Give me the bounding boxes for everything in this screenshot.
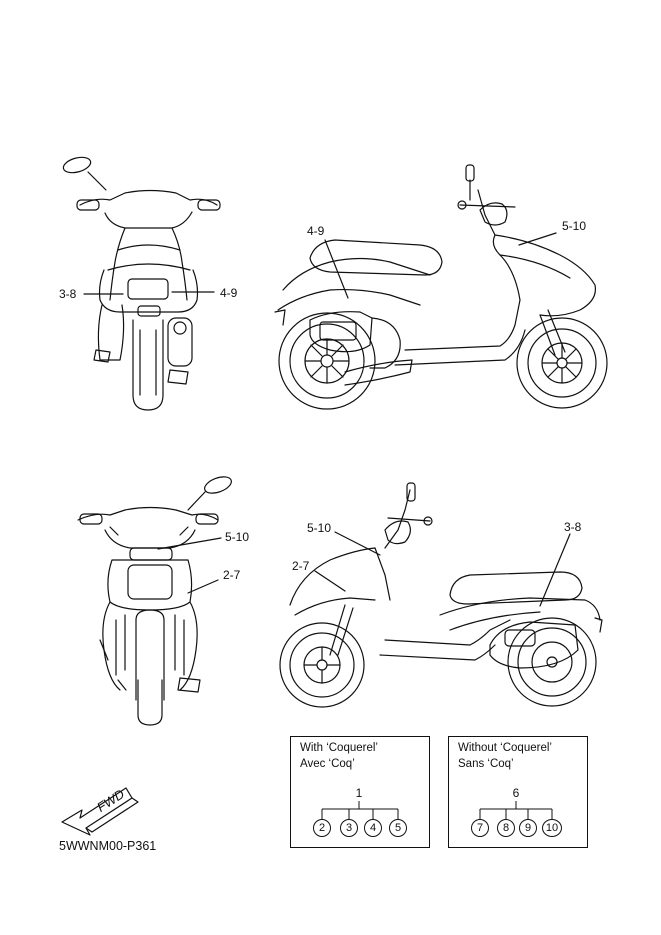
scooter-left-side-view xyxy=(279,482,603,708)
callout-front-b: 2-7 xyxy=(223,568,241,582)
callout-lside-b: 2-7 xyxy=(292,559,310,573)
callout-lside-a: 5-10 xyxy=(307,521,332,535)
variant-with-child-3: 4 xyxy=(364,819,382,837)
variant-without-child-3: 9 xyxy=(519,819,537,837)
variant-without-child-2: 8 xyxy=(497,819,515,837)
variant-without-line2: Sans ‘Coq’ xyxy=(458,758,514,770)
variant-with-line1: With ‘Coquerel’ xyxy=(300,742,378,754)
callout-front-a: 5-10 xyxy=(225,530,250,544)
variant-without-parent: 6 xyxy=(512,786,520,800)
scooter-rear-view xyxy=(62,156,221,411)
variant-without-tree-lines xyxy=(479,801,553,819)
scooter-front-view xyxy=(77,476,232,726)
callout-rear-right: 4-9 xyxy=(220,286,238,300)
variant-with-child-2: 3 xyxy=(340,819,358,837)
variant-with-line2: Avec ‘Coq’ xyxy=(300,758,355,770)
variant-with-child-1: 2 xyxy=(313,819,331,837)
fwd-arrow-icon xyxy=(61,787,139,836)
variant-without-child-1: 7 xyxy=(471,819,489,837)
callout-side-front: 5-10 xyxy=(562,219,587,233)
callout-rear-left: 3-8 xyxy=(59,287,77,301)
variant-with-coquerel-box: With ‘Coquerel’ Avec ‘Coq’ 1 2 3 4 5 xyxy=(290,736,430,848)
callout-side-top: 4-9 xyxy=(307,224,325,238)
variant-without-coquerel-box: Without ‘Coquerel’ Sans ‘Coq’ 6 7 8 9 10 xyxy=(448,736,588,848)
diagram-code: 5WWNM00-P361 xyxy=(59,839,157,853)
variant-with-parent: 1 xyxy=(355,786,363,800)
scooter-right-side-view xyxy=(274,164,608,410)
callout-lside-c: 3-8 xyxy=(564,520,582,534)
variant-without-child-4: 10 xyxy=(542,819,562,837)
variant-with-child-4: 5 xyxy=(389,819,407,837)
variant-with-tree-lines xyxy=(321,801,399,819)
variant-without-line1: Without ‘Coquerel’ xyxy=(458,742,552,754)
